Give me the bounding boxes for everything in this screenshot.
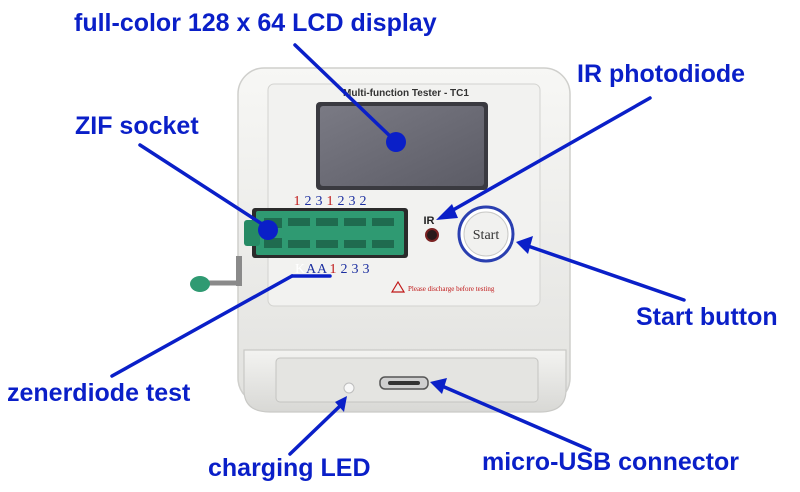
pin-label: K xyxy=(295,262,305,277)
pin-label: 3 xyxy=(363,262,370,277)
warning-notice: Please discharge before testing xyxy=(390,280,495,293)
callout-ir-photodiode: IR photodiode xyxy=(577,60,746,88)
callout-micro-usb: micro-USB connector xyxy=(482,448,739,476)
arrow-zener xyxy=(110,274,294,378)
pin-label: 1 xyxy=(330,262,337,277)
arrow-usb-head xyxy=(430,378,447,394)
arrow-ir xyxy=(444,96,652,216)
callout-lcd-display: full-color 128 x 64 LCD display xyxy=(74,9,437,37)
callout-start-button: Start button xyxy=(636,303,778,331)
pin-number: 1 xyxy=(327,194,334,209)
ir-label: IR xyxy=(424,215,435,227)
arrow-led-head xyxy=(335,396,347,412)
charging-led xyxy=(343,382,355,394)
arrow-lcd-dot xyxy=(386,132,406,152)
pin-number: 2 xyxy=(360,194,367,209)
start-button[interactable]: Start xyxy=(457,205,515,263)
callout-zener-test: zenerdiode test xyxy=(7,379,191,407)
pin-label: 2 xyxy=(341,262,348,277)
callout-lines xyxy=(110,43,686,456)
zif-socket xyxy=(244,208,408,258)
arrow-lcd xyxy=(293,43,394,140)
pin-label: 3 xyxy=(352,262,359,277)
arrow-usb xyxy=(440,384,592,452)
arrow-zif xyxy=(138,143,264,226)
start-button-label: Start xyxy=(473,228,500,243)
callout-zif-socket: ZIF socket xyxy=(75,112,199,140)
pin-number: 3 xyxy=(316,194,323,209)
arrow-start-head xyxy=(516,236,533,254)
arrow-start xyxy=(526,244,686,302)
zif-lever xyxy=(190,256,242,292)
micro-usb-connector xyxy=(379,376,429,390)
arrow-ir-head xyxy=(436,204,458,220)
warning-text: Please discharge before testing xyxy=(408,285,495,293)
arrow-zif-dot xyxy=(258,220,278,240)
pin-number: 2 xyxy=(305,194,312,209)
ir-photodiode xyxy=(425,228,439,242)
callout-charging-led: charging LED xyxy=(208,454,371,482)
device-title: Multi-function Tester - TC1 xyxy=(343,88,469,99)
pin-number: 1 xyxy=(294,194,301,209)
pin-label: A xyxy=(317,262,328,277)
pin-label: A xyxy=(306,262,317,277)
pin-number: 2 xyxy=(338,194,345,209)
arrow-led xyxy=(288,404,342,456)
pin-number: 3 xyxy=(349,194,356,209)
